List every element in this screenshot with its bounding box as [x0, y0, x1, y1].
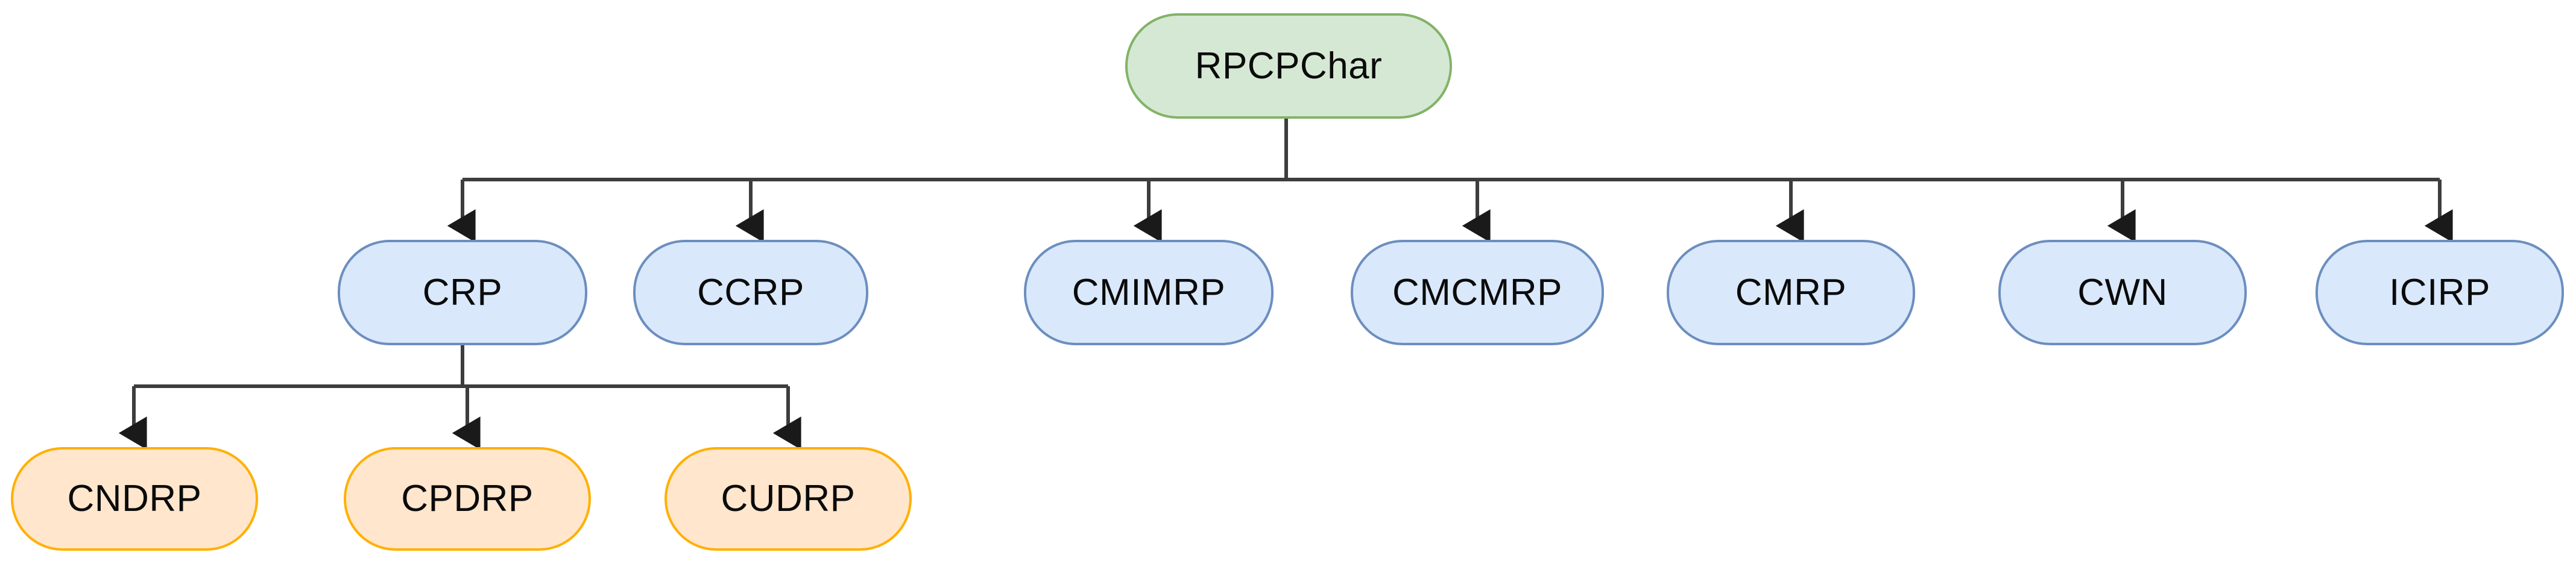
node-icirp[interactable]: ICIRP — [2316, 240, 2564, 345]
node-label: RPCPChar — [1195, 45, 1383, 87]
node-cwn[interactable]: CWN — [1998, 240, 2247, 345]
node-cmrp[interactable]: CMRP — [1667, 240, 1915, 345]
node-label: CUDRP — [721, 478, 856, 519]
node-ccrp[interactable]: CCRP — [633, 240, 868, 345]
node-label: CWN — [2077, 271, 2168, 313]
node-cpdrp[interactable]: CPDRP — [344, 447, 591, 551]
node-label: ICIRP — [2389, 271, 2490, 313]
node-cmcmrp[interactable]: CMCMRP — [1351, 240, 1604, 345]
node-cmimrp[interactable]: CMIMRP — [1024, 240, 1274, 345]
node-label: CMCMRP — [1392, 271, 1562, 313]
node-label: CNDRP — [67, 478, 202, 519]
node-label: CRP — [422, 271, 503, 313]
node-label: CPDRP — [401, 478, 534, 519]
connector-paths — [118, 119, 2453, 450]
node-cndrp[interactable]: CNDRP — [11, 447, 258, 551]
node-label: CCRP — [697, 271, 804, 313]
node-label: CMRP — [1735, 271, 1847, 313]
node-cudrp[interactable]: CUDRP — [665, 447, 912, 551]
node-crp[interactable]: CRP — [338, 240, 587, 345]
node-label: CMIMRP — [1072, 271, 1226, 313]
node-rpcpchar[interactable]: RPCPChar — [1125, 13, 1452, 119]
